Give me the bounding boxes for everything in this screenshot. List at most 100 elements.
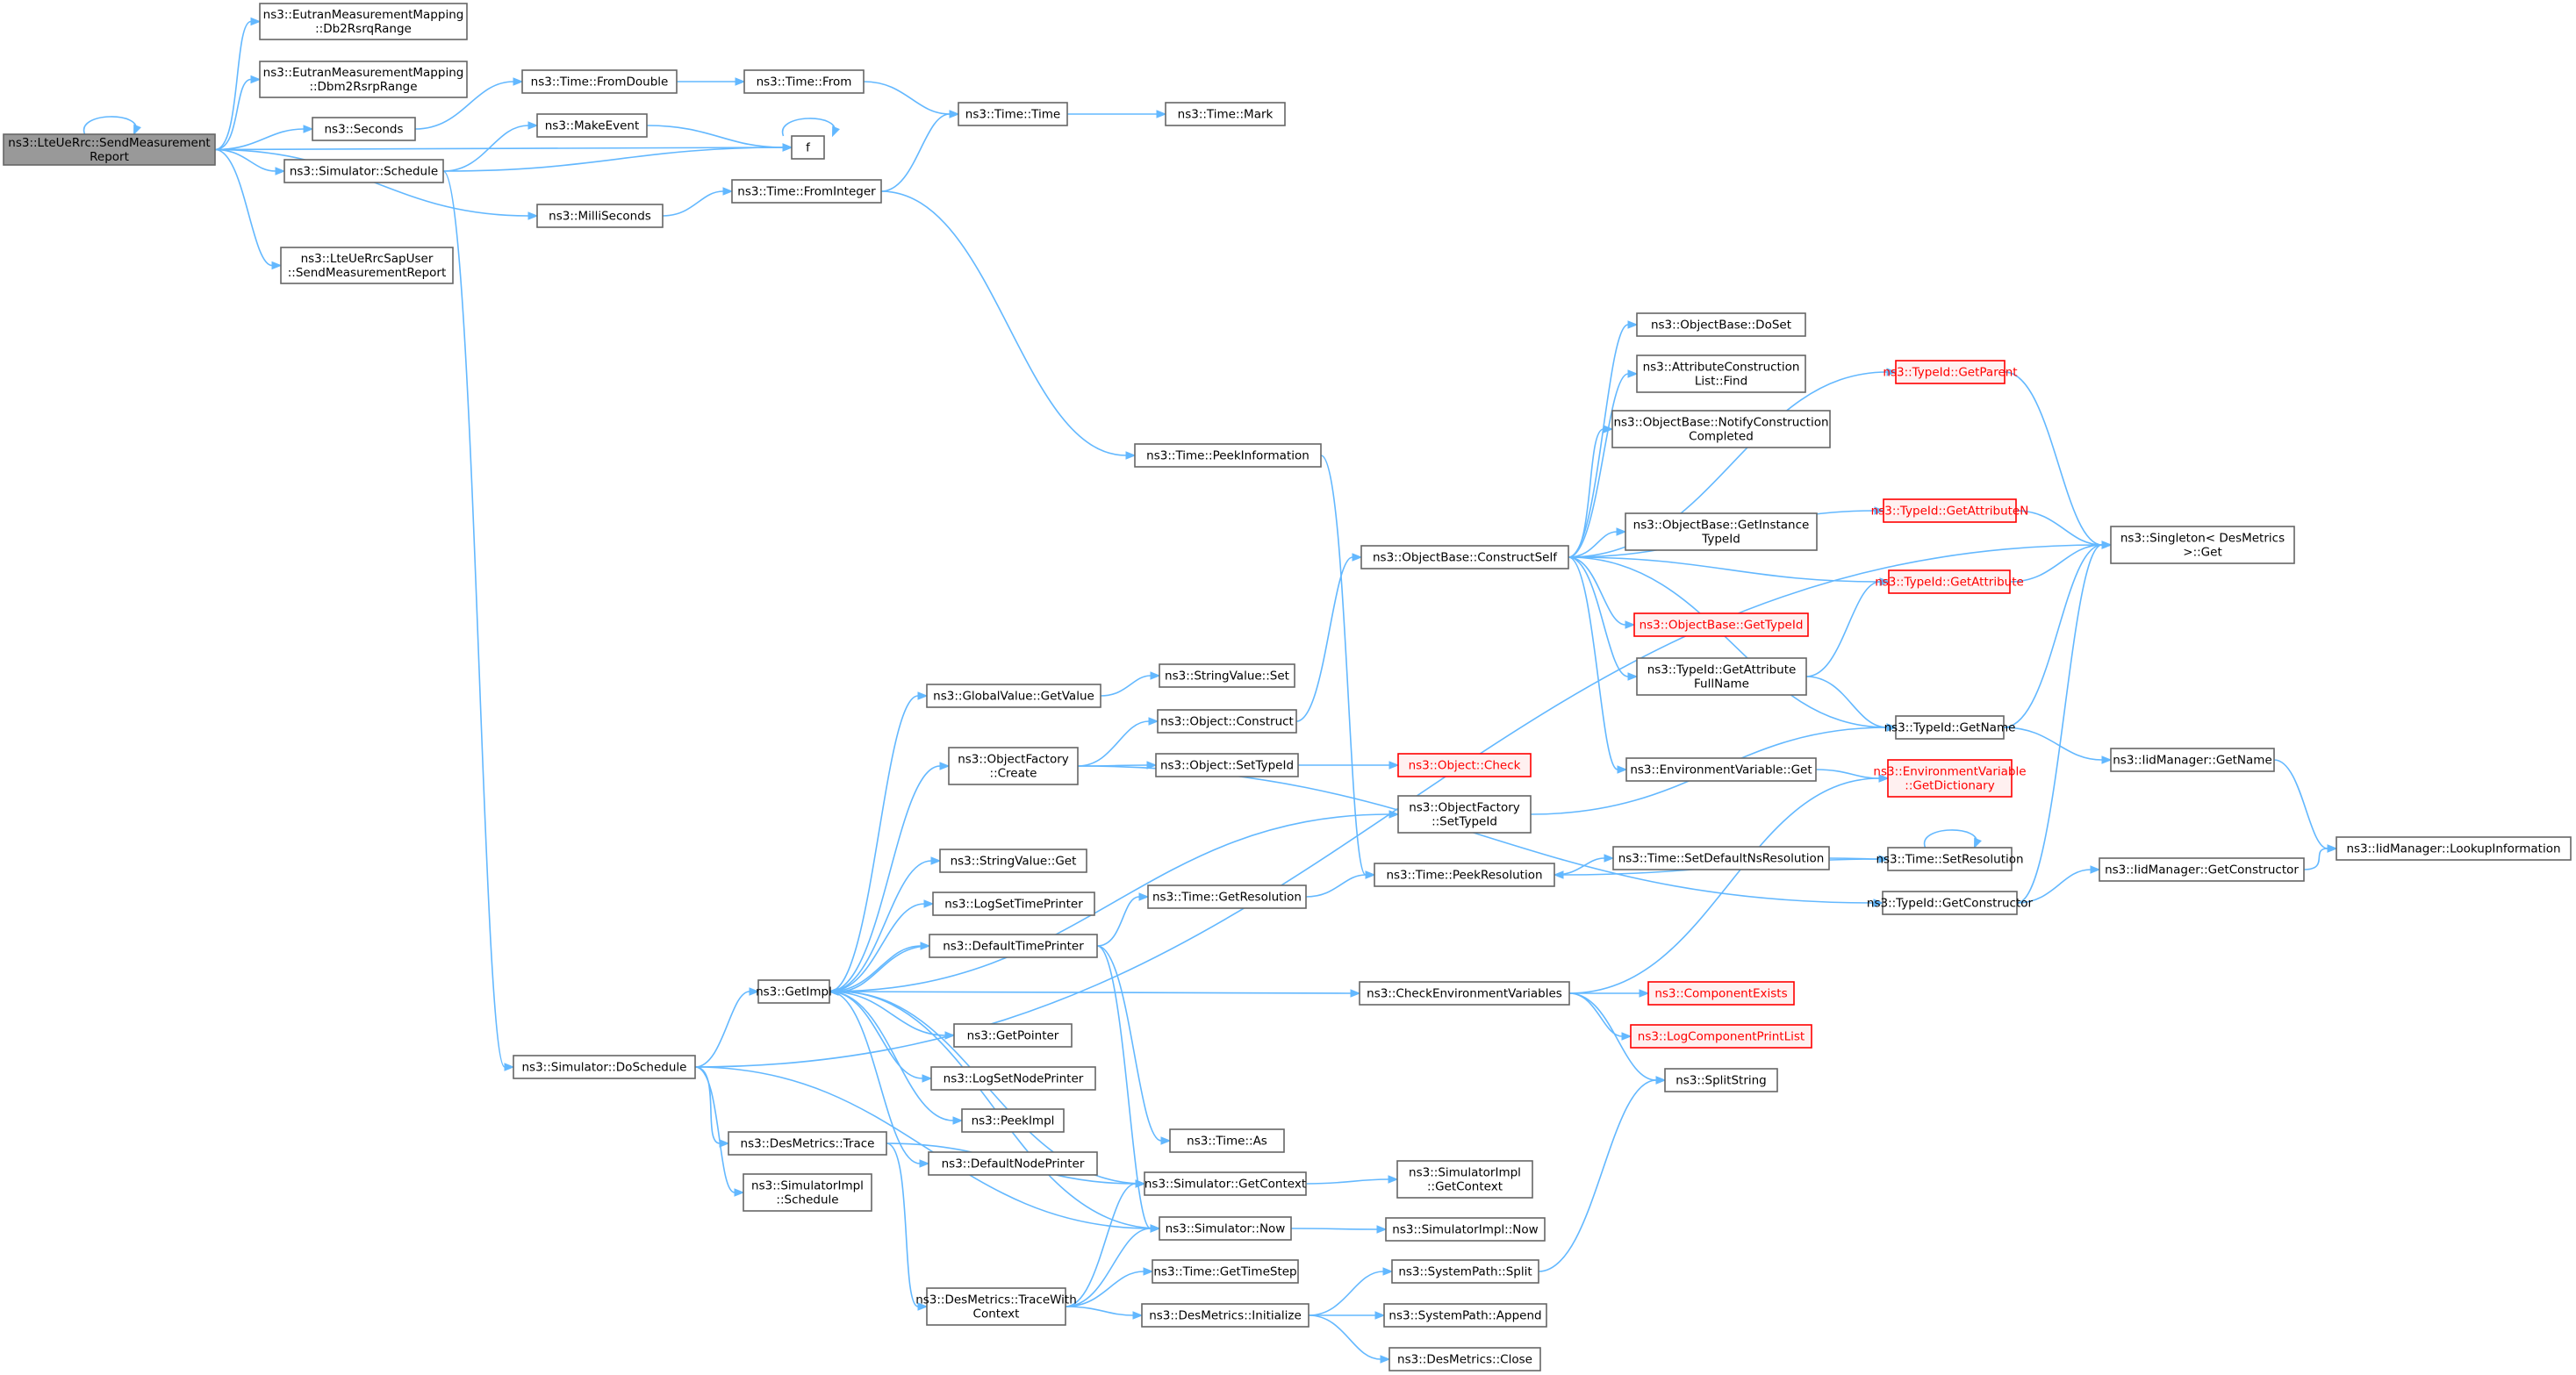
node-simnow[interactable]: ns3::Simulator::Now — [1159, 1216, 1292, 1241]
node-gettimestep[interactable]: ns3::Time::GetTimeStep — [1152, 1259, 1299, 1284]
node-svset[interactable]: ns3::StringValue::Set — [1159, 663, 1295, 688]
node-box — [939, 849, 1087, 873]
node-singleton[interactable]: ns3::Singleton< DesMetrics >::Get — [2110, 526, 2295, 564]
node-peekinfo[interactable]: ns3::Time::PeekInformation — [1134, 443, 1322, 468]
node-iidlookup[interactable]: ns3::IidManager::LookupInformation — [2336, 836, 2572, 861]
node-setdefns[interactable]: ns3::Time::SetDefaultNsResolution — [1612, 846, 1830, 870]
node-setres[interactable]: ns3::Time::SetResolution — [1876, 847, 2024, 871]
edge-line — [1065, 1306, 1134, 1316]
node-desclose[interactable]: ns3::DesMetrics::Close — [1388, 1347, 1541, 1371]
node-box — [953, 1023, 1073, 1048]
node-getattr[interactable]: ns3::TypeId::GetAttribute — [1875, 569, 2024, 594]
node-saprpt[interactable]: ns3::LteUeRrcSapUser::SendMeasurementRep… — [280, 247, 454, 284]
node-f[interactable]: f — [791, 135, 825, 160]
node-seconds[interactable]: ns3::Seconds — [312, 117, 416, 141]
node-constructself[interactable]: ns3::ObjectBase::ConstructSelf — [1360, 545, 1569, 569]
node-doset[interactable]: ns3::ObjectBase::DoSet — [1636, 312, 1806, 337]
node-gvgetvalue[interactable]: ns3::GlobalValue::GetValue — [926, 684, 1101, 708]
edge-constructself-to-getinst — [1568, 527, 1627, 558]
node-box — [1636, 354, 1806, 393]
node-box — [930, 1066, 1096, 1091]
node-tidgetname[interactable]: ns3::TypeId::GetName — [1884, 715, 2016, 740]
node-simimplgetctx[interactable]: ns3::SimulatorImpl::GetContext — [1396, 1160, 1533, 1199]
node-milliseconds[interactable]: ns3::MilliSeconds — [536, 204, 664, 228]
node-dbm2rsrp[interactable]: ns3::EutranMeasurementMapping::Dbm2RsrpR… — [259, 61, 468, 98]
edge-getres-to-peekres — [1305, 870, 1376, 898]
node-peekres[interactable]: ns3::Time::PeekResolution — [1374, 863, 1555, 887]
node-spappend[interactable]: ns3::SystemPath::Append — [1383, 1303, 1547, 1328]
edge-getimpl-to-defnodeprinter — [829, 991, 930, 1168]
edge-setres-to-setres — [1923, 829, 1982, 849]
node-simgetctx[interactable]: ns3::Simulator::GetContext — [1144, 1171, 1307, 1196]
edge-arrowhead — [1886, 368, 1898, 376]
edge-arrowhead — [952, 1116, 964, 1125]
edge-arrowhead — [527, 121, 539, 130]
edge-root-to-saprpt — [214, 148, 283, 270]
node-obgettypeid[interactable]: ns3::ObjectBase::GetTypeId — [1633, 612, 1809, 637]
node-logcomplist[interactable]: ns3::LogComponentPrintList — [1630, 1024, 1812, 1049]
node-spsplit[interactable]: ns3::SystemPath::Split — [1391, 1259, 1539, 1284]
node-notifycc[interactable]: ns3::ObjectBase::NotifyConstructionCompl… — [1611, 410, 1831, 448]
node-objconstruct[interactable]: ns3::Object::Construct — [1157, 709, 1297, 734]
node-schedule[interactable]: ns3::Simulator::Schedule — [283, 159, 444, 183]
edge-arrowhead — [271, 261, 283, 270]
node-fromint[interactable]: ns3::Time::FromInteger — [731, 179, 882, 204]
node-logsettime[interactable]: ns3::LogSetTimePrinter — [932, 892, 1095, 916]
node-root[interactable]: ns3::LteUeRrc::SendMeasurementReport — [3, 133, 216, 166]
node-simimplnow[interactable]: ns3::SimulatorImpl::Now — [1385, 1217, 1546, 1242]
node-ofsettypeid[interactable]: ns3::ObjectFactory::SetTypeId — [1397, 795, 1532, 834]
node-label: ns3::TypeId::GetAttribute — [1647, 663, 1797, 677]
node-getres[interactable]: ns3::Time::GetResolution — [1147, 884, 1307, 909]
node-label: ns3::AttributeConstruction — [1643, 361, 1800, 375]
node-deftimeprinter[interactable]: ns3::DefaultTimePrinter — [929, 934, 1098, 958]
node-simimplsched[interactable]: ns3::SimulatorImpl::Schedule — [743, 1173, 872, 1212]
node-ofcreate[interactable]: ns3::ObjectFactory::Create — [948, 747, 1079, 785]
node-svget[interactable]: ns3::StringValue::Get — [939, 849, 1087, 873]
node-timetime[interactable]: ns3::Time::Time — [958, 102, 1068, 126]
node-getimpl[interactable]: ns3::GetImpl — [756, 979, 832, 1004]
node-label: ns3::Time::FromDouble — [531, 75, 669, 90]
node-getpointer[interactable]: ns3::GetPointer — [953, 1023, 1073, 1048]
node-splitstring[interactable]: ns3::SplitString — [1664, 1068, 1778, 1092]
node-peekimpl[interactable]: ns3::PeekImpl — [961, 1108, 1065, 1133]
node-getattrn[interactable]: ns3::TypeId::GetAttributeN — [1871, 498, 2029, 523]
node-label: ::GetContext — [1427, 1180, 1503, 1194]
node-destrace[interactable]: ns3::DesMetrics::Trace — [728, 1131, 887, 1156]
node-label: ns3::SystemPath::Append — [1388, 1309, 1541, 1323]
node-box — [513, 1055, 696, 1079]
node-compexists[interactable]: ns3::ComponentExists — [1647, 981, 1795, 1006]
node-getparent[interactable]: ns3::TypeId::GetParent — [1883, 360, 2018, 384]
edge-line — [1305, 874, 1367, 898]
node-label: ns3::SimulatorImpl — [1409, 1166, 1521, 1180]
node-box — [1159, 1216, 1292, 1241]
node-iidgetctor[interactable]: ns3::IidManager::GetConstructor — [2099, 857, 2305, 882]
edge-desinit-to-desclose — [1308, 1314, 1391, 1364]
node-objsettypeid[interactable]: ns3::Object::SetTypeId — [1155, 753, 1299, 777]
node-logsetnode[interactable]: ns3::LogSetNodePrinter — [930, 1066, 1096, 1091]
node-objcheck[interactable]: ns3::Object::Check — [1397, 753, 1532, 777]
edge-line — [1100, 675, 1152, 697]
node-envgetdict[interactable]: ns3::EnvironmentVariable::GetDictionary — [1873, 759, 2027, 798]
node-makeevent[interactable]: ns3::MakeEvent — [536, 113, 648, 138]
node-box — [1391, 1259, 1539, 1284]
node-desinit[interactable]: ns3::DesMetrics::Initialize — [1141, 1303, 1310, 1328]
node-fromdouble[interactable]: ns3::Time::FromDouble — [521, 69, 678, 94]
node-envget[interactable]: ns3::EnvironmentVariable::Get — [1625, 757, 1817, 782]
node-defnodeprinter[interactable]: ns3::DefaultNodePrinter — [928, 1151, 1098, 1176]
node-timeas[interactable]: ns3::Time::As — [1169, 1128, 1285, 1153]
node-box — [1359, 981, 1570, 1006]
node-timemark[interactable]: ns3::Time::Mark — [1165, 102, 1286, 126]
edge-line — [214, 148, 273, 267]
node-label: ns3::EnvironmentVariable::Get — [1630, 763, 1812, 777]
node-timefrom[interactable]: ns3::Time::From — [743, 69, 865, 94]
edge-checkenv-to-compexists — [1568, 989, 1650, 998]
node-db2rsrq[interactable]: ns3::EutranMeasurementMapping::Db2RsrqRa… — [259, 3, 468, 40]
node-checkenv[interactable]: ns3::CheckEnvironmentVariables — [1359, 981, 1570, 1006]
node-getctor[interactable]: ns3::TypeId::GetConstructor — [1867, 891, 2034, 915]
node-doschedule[interactable]: ns3::Simulator::DoSchedule — [513, 1055, 696, 1079]
node-iidgetname[interactable]: ns3::IidManager::GetName — [2110, 748, 2275, 772]
